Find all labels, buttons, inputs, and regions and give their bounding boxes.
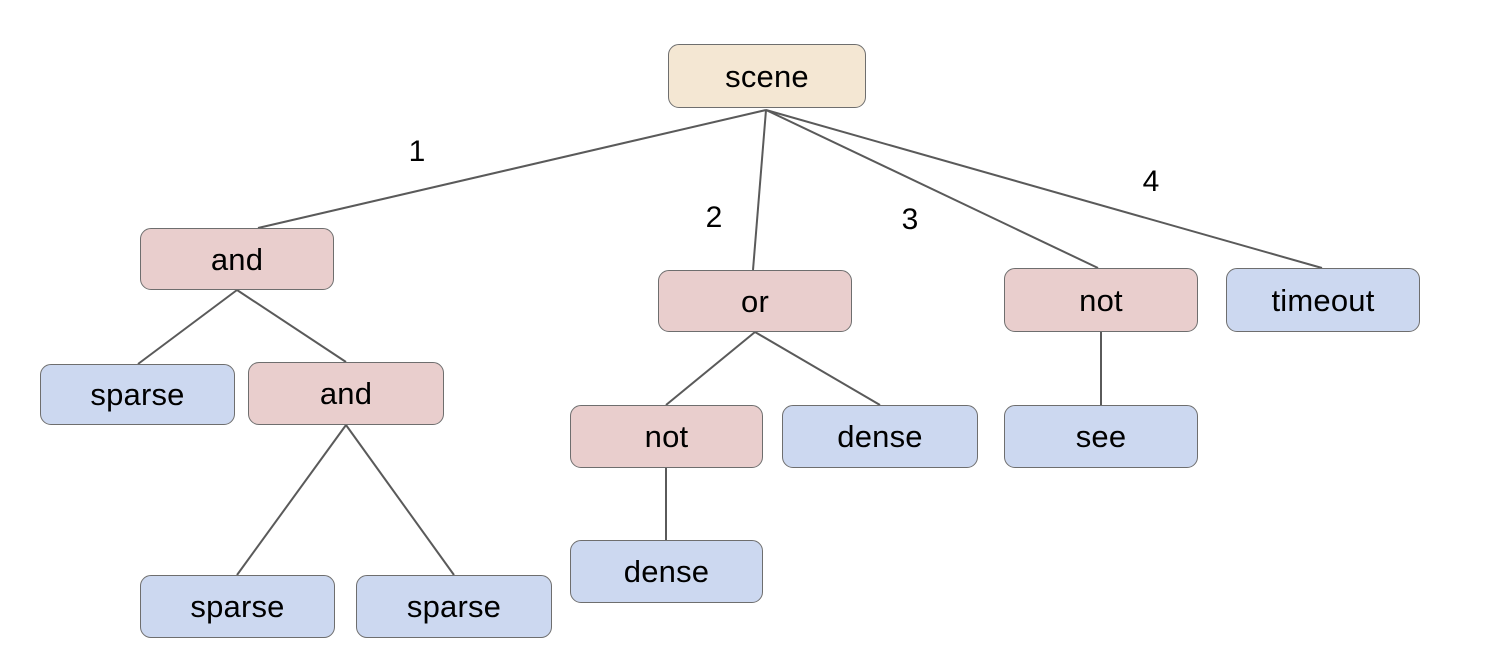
tree-node-not2[interactable]: not — [570, 405, 763, 468]
tree-node-label-dense1: dense — [837, 419, 923, 454]
tree-node-label-sparse2: sparse — [190, 589, 285, 624]
edge-label-2: 2 — [705, 201, 723, 234]
tree-edge-or1-dense1 — [754, 331, 881, 406]
tree-edge-and2-sparse3 — [345, 424, 455, 576]
tree-node-label-see1: see — [1075, 419, 1127, 454]
tree-edge-scene-and1 — [257, 109, 767, 229]
edge-label-4: 4 — [1142, 165, 1160, 198]
tree-node-and2[interactable]: and — [248, 362, 444, 425]
tree-edge-and1-and2 — [236, 289, 347, 363]
tree-node-sparse1[interactable]: sparse — [40, 364, 235, 425]
tree-node-label-dense2: dense — [623, 554, 710, 589]
tree-node-and1[interactable]: and — [140, 228, 334, 290]
tree-node-timeout1[interactable]: timeout — [1226, 268, 1420, 332]
tree-node-dense2[interactable]: dense — [570, 540, 763, 603]
tree-node-sparse3[interactable]: sparse — [356, 575, 552, 638]
tree-node-label-and2: and — [319, 376, 373, 411]
tree-node-scene[interactable]: scene — [668, 44, 866, 108]
tree-edge-and1-sparse1 — [137, 289, 238, 365]
tree-node-label-not2: not — [644, 419, 689, 454]
tree-node-label-sparse1: sparse — [90, 377, 185, 412]
tree-node-label-not1: not — [1079, 282, 1123, 318]
tree-node-label-and1: and — [210, 241, 264, 277]
tree-node-sparse2[interactable]: sparse — [140, 575, 335, 638]
tree-node-dense1[interactable]: dense — [782, 405, 978, 468]
tree-node-label-timeout1: timeout — [1271, 282, 1375, 318]
tree-node-not1[interactable]: not — [1004, 268, 1198, 332]
tree-edge-or1-not2 — [665, 331, 756, 406]
tree-node-label-or1: or — [741, 283, 769, 319]
tree-node-label-sparse3: sparse — [406, 589, 502, 624]
tree-node-or1[interactable]: or — [658, 270, 852, 332]
tree-node-see1[interactable]: see — [1004, 405, 1198, 468]
edge-label-1: 1 — [408, 135, 426, 168]
tree-edge-scene-not1 — [765, 109, 1099, 269]
tree-edge-and2-sparse2 — [236, 424, 347, 576]
tree-node-label-scene: scene — [725, 58, 809, 94]
tree-edge-scene-or1 — [752, 109, 767, 271]
tree-edge-scene-timeout1 — [765, 109, 1323, 269]
edge-label-3: 3 — [901, 203, 919, 236]
